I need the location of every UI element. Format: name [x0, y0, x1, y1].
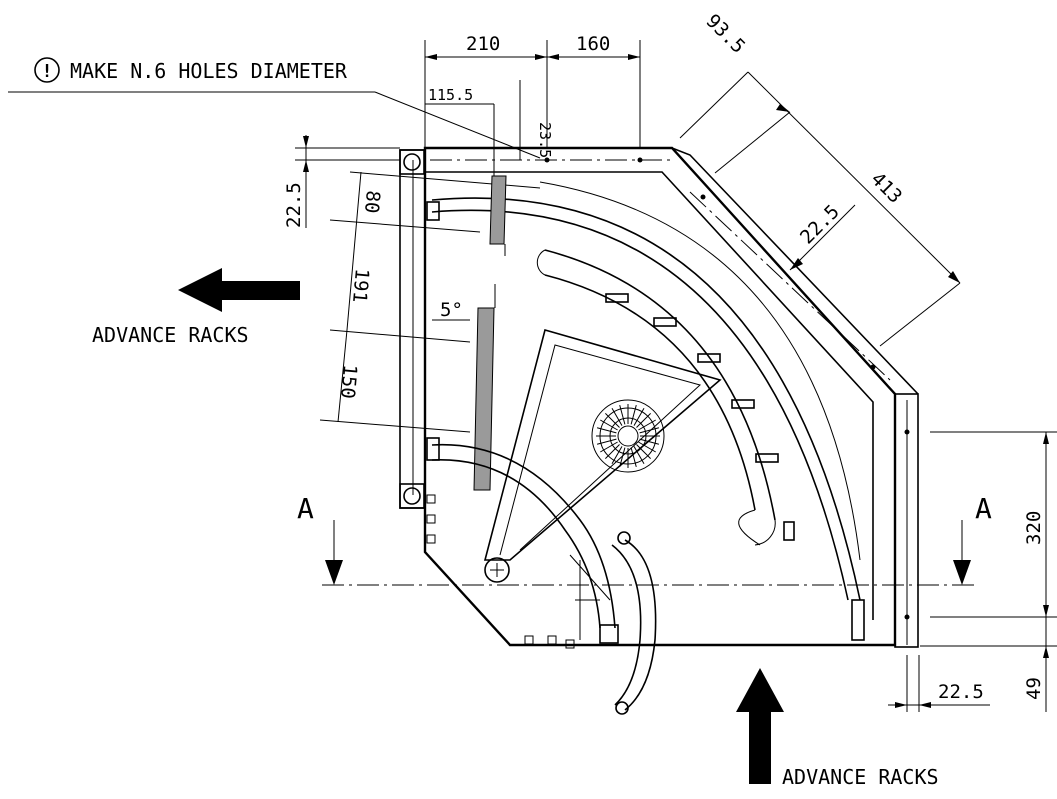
section-a-right-label: A	[975, 492, 992, 525]
nozzle-slot	[633, 446, 645, 464]
guide-plates	[473, 175, 507, 491]
nozzle-slot	[596, 427, 617, 434]
arrow-left-icon	[178, 268, 300, 312]
spray-nozzle-icon	[591, 399, 665, 473]
dim-top: 210 160 115.5 23.5	[424, 33, 641, 190]
dim-191: 191	[348, 268, 373, 304]
section-a-left-label: A	[297, 492, 314, 525]
dim-22-5-bottom: 22.5	[938, 681, 984, 703]
dim-5-degrees: 5°	[440, 299, 463, 321]
nozzle-slot	[600, 419, 618, 431]
dim-23-5: 23.5	[536, 122, 554, 158]
dim-93-5: 93.5	[701, 10, 749, 58]
warning-icon	[34, 57, 60, 83]
advance-racks-bottom-label: ADVANCE RACKS	[782, 765, 939, 789]
advance-racks-left: ADVANCE RACKS	[92, 268, 300, 347]
dim-diagonal: 93.5 413 22.5	[679, 10, 961, 347]
nozzle-slot	[605, 444, 620, 459]
dim-210: 210	[466, 33, 500, 55]
dim-22-5-diag: 22.5	[796, 201, 844, 249]
nozzle-slot	[611, 408, 623, 426]
dim-49: 49	[1023, 677, 1045, 700]
conveyor-arcs	[431, 181, 865, 641]
nozzle-slot	[633, 408, 645, 426]
warning-icon-glyph: !	[42, 61, 53, 82]
dim-150: 150	[336, 364, 361, 400]
advance-racks-bottom: ADVANCE RACKS	[736, 668, 939, 789]
clips	[605, 293, 795, 541]
dim-115-5: 115.5	[428, 86, 473, 104]
hoses	[426, 201, 657, 715]
dim-320: 320	[1023, 511, 1045, 545]
section-a-left: A	[297, 492, 343, 585]
nozzle-slot	[600, 441, 618, 453]
section-a-right: A	[953, 492, 992, 585]
table-outline	[399, 146, 919, 648]
nozzle-slot	[636, 413, 651, 428]
screws	[426, 494, 611, 649]
arrow-up-icon	[736, 668, 784, 784]
note-callout: ! MAKE N.6 HOLES DIAMETER	[8, 57, 541, 159]
dim-22-5-left: 22.5	[283, 182, 305, 228]
nozzle-slot	[639, 427, 660, 434]
dim-80: 80	[360, 190, 384, 215]
dim-413: 413	[866, 168, 906, 208]
nozzle-slot	[630, 404, 637, 425]
dim-left: 22.5 80 191 150 5°	[283, 135, 541, 433]
nozzle-slot	[619, 404, 626, 425]
dim-right: 320 49 22.5	[888, 431, 1057, 712]
nozzle-slot	[611, 446, 623, 464]
nozzle-slot	[639, 438, 660, 445]
support-frame	[483, 329, 722, 583]
nozzle-slot	[638, 419, 656, 431]
nozzle-slot	[605, 413, 620, 428]
dim-160: 160	[576, 33, 610, 55]
nozzle-slot	[636, 444, 651, 459]
nozzle-slot	[630, 447, 637, 468]
nozzle-slot	[619, 447, 626, 468]
nozzle-slot	[596, 438, 617, 445]
advance-racks-left-label: ADVANCE RACKS	[92, 323, 249, 347]
nozzle-slot	[638, 441, 656, 453]
note-text: MAKE N.6 HOLES DIAMETER	[70, 59, 348, 83]
hole-centerlines	[430, 157, 910, 640]
